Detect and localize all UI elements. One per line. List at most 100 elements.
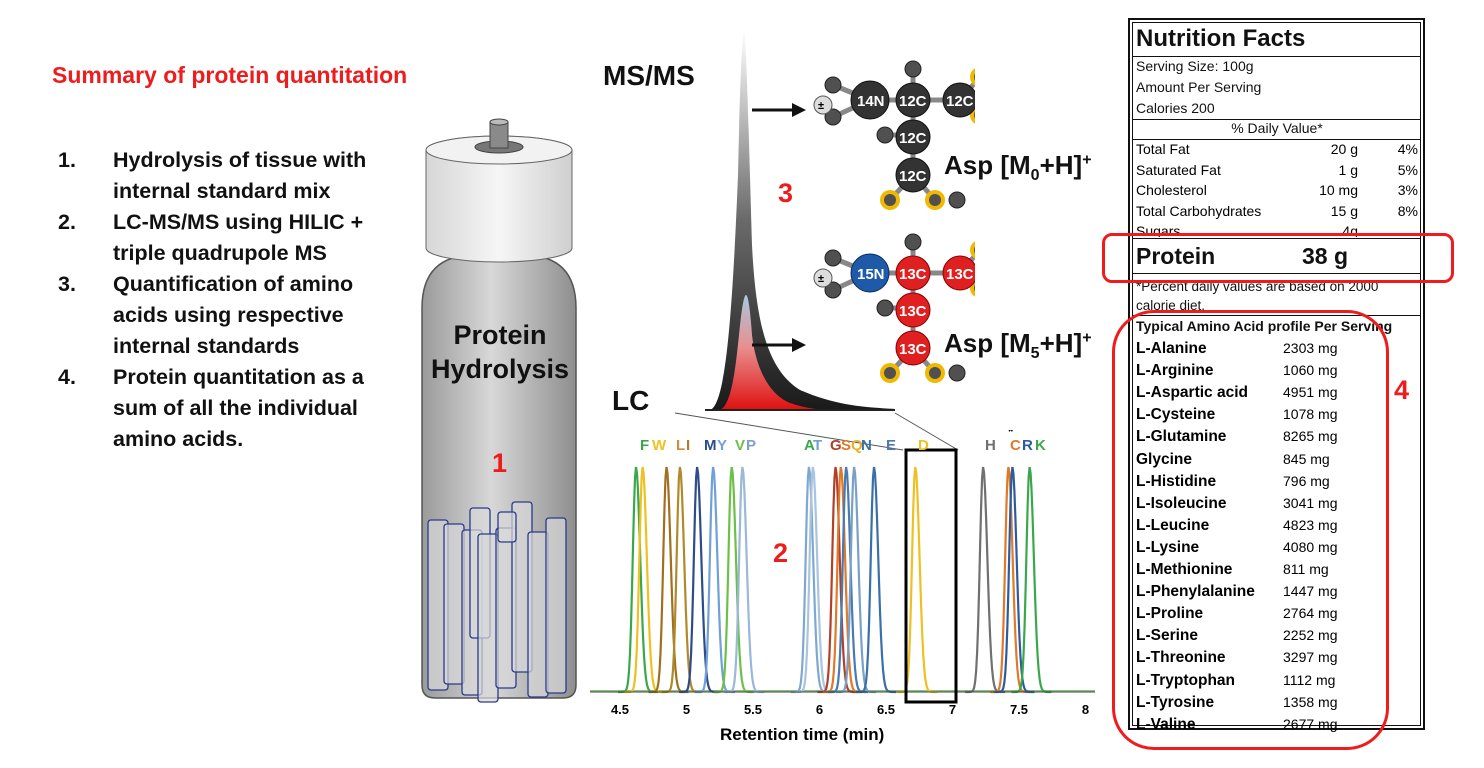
asp-m0-label: Asp [M0+H]+ <box>944 150 1092 185</box>
peak-H <box>965 466 1006 694</box>
vial-cap <box>425 150 573 263</box>
amino-acid-name: L-Serine <box>1136 627 1199 645</box>
amount-per-serving: Amount Per Serving <box>1136 79 1262 95</box>
amino-acid-value: 2303 mg <box>1283 340 1338 356</box>
atom-n-label: 14N <box>857 93 885 110</box>
step-number: 3. <box>58 272 76 296</box>
amino-acid-name: L-Tryptophan <box>1136 671 1236 689</box>
msms-peak-graphic <box>674 30 959 451</box>
amino-acid-value: 845 mg <box>1283 450 1330 467</box>
amino-acid-name: L-Phenylalanine <box>1136 583 1255 601</box>
amino-acid-value: 796 mg <box>1283 472 1330 489</box>
x-tick-label: 8 <box>1082 702 1089 717</box>
protein-row: Protein 38 g <box>1136 243 1418 270</box>
amino-acid-name: L-Cysteine <box>1136 406 1216 424</box>
peak-D <box>897 466 938 694</box>
arrow-m5-icon <box>792 338 806 352</box>
arrow-m0-icon <box>792 103 806 117</box>
amino-acid-name: L-Lysine <box>1136 538 1200 556</box>
amino-acid-name: Glycine <box>1136 450 1192 468</box>
peak-label-D: D <box>918 437 929 454</box>
peak-label-S: S <box>841 437 851 454</box>
peak-label-Q: Q <box>851 437 863 454</box>
protein-value: 38 g <box>1302 243 1349 269</box>
peak-label-E: E <box>886 437 896 454</box>
step-text: LC-MS/MS using HILIC + triple quadrupole… <box>113 210 364 265</box>
serving-size: Serving Size: 100g <box>1136 58 1254 74</box>
vial-label-line2: Hydrolysis <box>430 354 570 384</box>
atom-c-label: 12C <box>899 168 927 185</box>
msms-peak-m0 <box>710 30 895 410</box>
steps-list: 1.Hydrolysis of tissue with internal sta… <box>58 145 388 455</box>
step-item: 3. Quantification of amino acids using re… <box>58 269 388 362</box>
amino-acid-row: L-Serine 2252 mg <box>1136 627 1337 645</box>
atom-c-label: 13C <box>899 341 927 358</box>
amino-acid-value: 811 mg <box>1283 561 1329 577</box>
asp-m0-sub: 0 <box>1030 167 1040 185</box>
atom-c-label: 13C <box>946 266 974 283</box>
peak-label-G: G <box>830 437 842 454</box>
peak-label-K: K <box>1035 437 1046 454</box>
nutrition-title: Nutrition Facts <box>1136 25 1306 52</box>
amino-acid-value: 1447 mg <box>1283 583 1338 600</box>
peak-label-R: R <box>1022 437 1033 454</box>
peak-label-C: C <box>1010 437 1021 454</box>
peak-label-I: I <box>686 437 690 454</box>
amino-acid-name: L-Leucine <box>1136 516 1210 534</box>
peak-label-H: H <box>985 437 996 454</box>
atom-c-label: 13C <box>899 266 927 283</box>
amino-acid-name: L-Arginine <box>1136 362 1214 380</box>
amino-acid-row: L-Phenylalanine 1447 mg <box>1136 583 1337 601</box>
svg-text:±: ± <box>818 273 824 285</box>
amino-acid-value: 4951 mg <box>1283 384 1338 401</box>
sample-tubes <box>427 501 567 703</box>
asterisk: * <box>1008 430 1014 439</box>
amino-acid-name: L-Threonine <box>1136 649 1226 667</box>
step-item: 1.Hydrolysis of tissue with internal sta… <box>58 145 388 207</box>
atom-c-label: 12C <box>946 93 974 110</box>
x-tick-label: 4.5 <box>611 702 629 717</box>
amino-acid-value: 2252 mg <box>1283 627 1338 644</box>
page-title: Summary of protein quantitation <box>52 62 408 88</box>
step-item: 2. LC-MS/MS using HILIC + triple quadrupo… <box>58 207 388 269</box>
highlight-box-d <box>904 448 958 704</box>
peak-label-T: T <box>813 437 822 454</box>
amino-acid-name: L-Tyrosine <box>1136 693 1215 711</box>
amino-acid-name: L-Proline <box>1136 605 1204 623</box>
amino-acid-value: 8265 mg <box>1283 428 1338 445</box>
peak-label-Y: Y <box>717 437 727 454</box>
aa-header: Typical Amino Acid profile Per Serving <box>1136 318 1393 334</box>
peak-label-N: N <box>861 437 872 454</box>
step-text: Quantification of amino acids using resp… <box>113 272 354 358</box>
step-number: 2. <box>58 210 76 234</box>
peak-label-M: M <box>704 437 717 454</box>
amino-acid-value: 1078 mg <box>1283 406 1338 423</box>
amino-acid-value: 2764 mg <box>1283 605 1338 622</box>
step-number-4: 4 <box>1394 375 1410 405</box>
asp-m0-suffix: +H] <box>1039 150 1083 180</box>
molecule-asp-m5: ± 15N 13C 13C 13C 13C <box>813 233 975 383</box>
amino-acid-name: L-Glutamine <box>1136 428 1227 446</box>
atom-c-label: 12C <box>899 130 927 147</box>
vial-label: Protein Hydrolysis <box>422 318 578 386</box>
step-number-3: 3 <box>778 178 794 208</box>
x-axis-label: Retention time (min) <box>720 725 885 744</box>
asp-m5-label: Asp [M5+H]+ <box>944 328 1092 363</box>
daily-value-header: % Daily Value* <box>1231 120 1323 136</box>
step-text: Hydrolysis of tissue with internal stand… <box>113 148 367 203</box>
x-tick-label: 5 <box>683 702 690 717</box>
peak-label-V: V <box>735 437 745 454</box>
